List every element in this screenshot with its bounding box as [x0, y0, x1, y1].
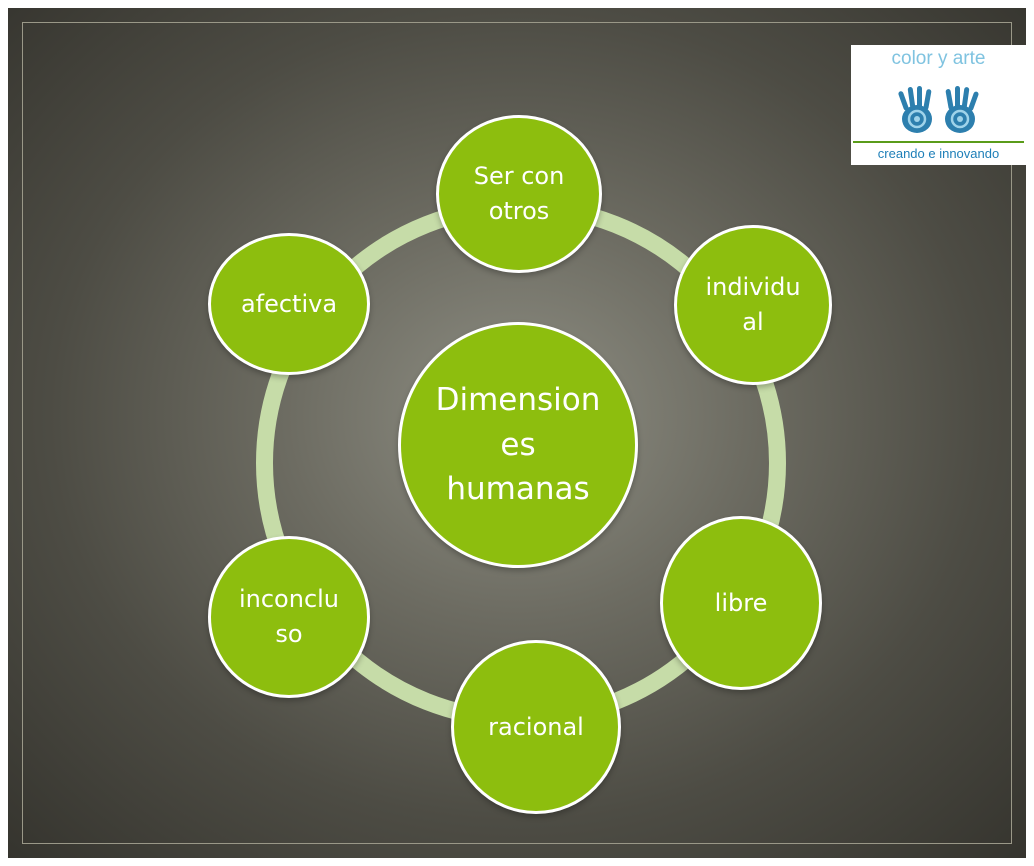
logo-title: color y arte [891, 48, 986, 69]
center-node: Dimension es humanas [398, 322, 638, 568]
logo-tagline: creando e innovando [877, 146, 1000, 161]
node-afectiva: afectiva [208, 233, 370, 375]
node-racional: racional [451, 640, 621, 814]
node-ser-con-otros: Ser con otros [436, 115, 602, 273]
node-inconcluso: inconclu so [208, 536, 370, 698]
logo: color y arte creando [851, 45, 1026, 165]
node-individual: individu al [674, 225, 832, 385]
logo-divider [853, 141, 1024, 143]
node-libre: libre [660, 516, 822, 690]
hands-icon [898, 86, 979, 133]
